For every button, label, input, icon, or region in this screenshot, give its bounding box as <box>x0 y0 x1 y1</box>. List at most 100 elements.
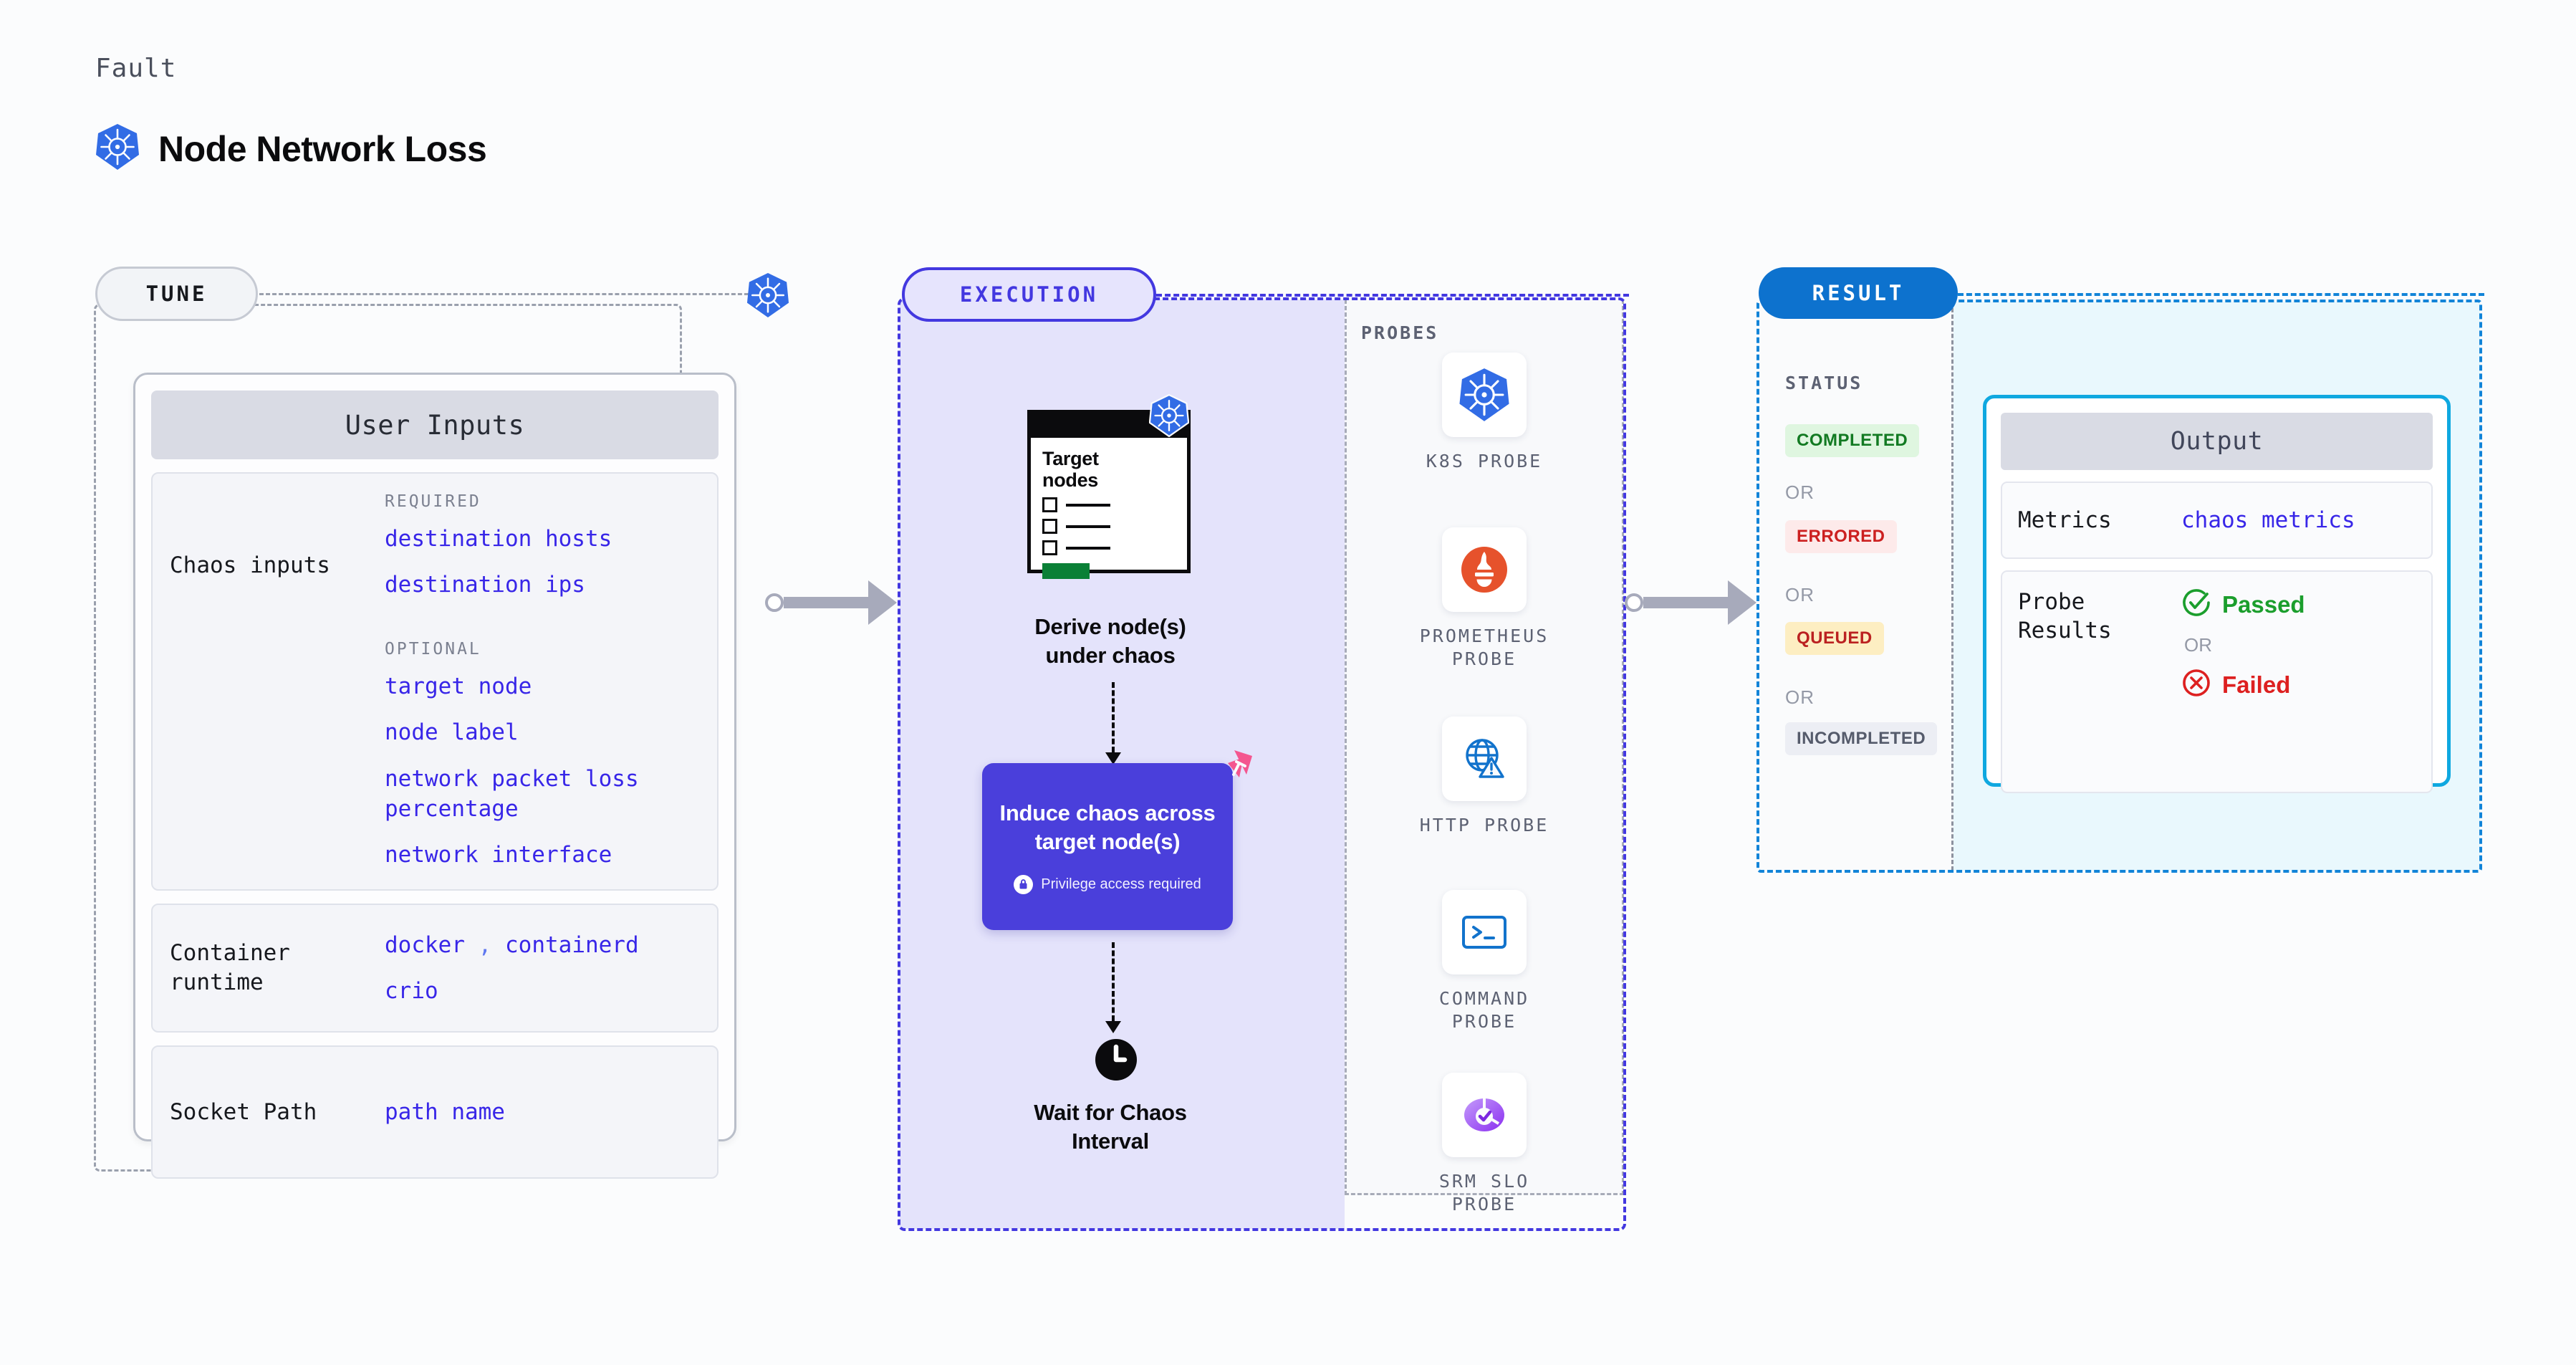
probe-k8s[interactable]: K8S PROBE <box>1345 353 1624 473</box>
optional-group-label: OPTIONAL <box>385 640 481 659</box>
wait-interval-caption: Wait for Chaos Interval <box>953 1098 1268 1156</box>
derive-nodes-caption-line1: Derive node(s) <box>1034 614 1186 639</box>
x-circle-icon <box>2181 668 2211 701</box>
list-item <box>1042 497 1176 513</box>
execution-dashed-connector <box>1156 294 1629 297</box>
probe-results-label-line1: Probe <box>2018 589 2085 615</box>
derive-nodes-caption: Derive node(s) under chaos <box>931 613 1289 671</box>
status-badge-incompleted: INCOMPLETED <box>1785 722 1938 755</box>
input-value[interactable]: destination hosts <box>385 526 612 552</box>
failed-label: Failed <box>2222 671 2291 698</box>
connector-dot <box>765 593 784 612</box>
container-runtime-section: Container runtime docker , containerd cr… <box>151 904 719 1033</box>
probe-results-label-line2: Results <box>2018 618 2112 644</box>
target-nodes-title-line2: nodes <box>1042 469 1099 492</box>
metrics-label: Metrics <box>2018 507 2112 533</box>
input-value[interactable]: network packet loss percentage <box>385 765 639 822</box>
runtime-crio[interactable]: crio <box>385 978 438 1004</box>
list-item <box>1042 540 1176 556</box>
privilege-note: Privilege access required <box>1014 874 1201 894</box>
chaos-inputs-section: Chaos inputs REQUIRED destination hosts … <box>151 472 719 891</box>
input-value[interactable]: node label <box>385 719 519 746</box>
probe-result-failed: Failed <box>2181 668 2305 701</box>
target-nodes-window: Target nodes <box>1027 393 1191 580</box>
input-value[interactable]: target node <box>385 674 532 700</box>
runtime-values-row[interactable]: docker , containerd <box>385 930 700 960</box>
probe-result-passed: Passed <box>2181 588 2305 621</box>
output-title: Output <box>2001 413 2433 470</box>
runtime-docker[interactable]: docker <box>385 931 465 958</box>
probe-results-label: Probe Results <box>2018 588 2181 646</box>
connector-bar <box>784 597 868 608</box>
terminal-icon <box>1442 890 1527 974</box>
page-title: Node Network Loss <box>95 123 487 174</box>
spacer <box>385 616 700 640</box>
tab-tune[interactable]: TUNE <box>95 267 258 321</box>
probe-label: HTTP PROBE <box>1419 815 1549 835</box>
check-circle-icon <box>2181 588 2211 621</box>
status-badge-completed: COMPLETED <box>1785 424 1920 457</box>
probe-results-values: Passed OR Failed <box>2181 588 2305 701</box>
required-group-label: REQUIRED <box>385 492 481 511</box>
probe-result-or: OR <box>2184 634 2212 656</box>
probe-http[interactable]: HTTP PROBE <box>1345 717 1624 837</box>
user-inputs-card: User Inputs Chaos inputs REQUIRED destin… <box>133 373 736 1179</box>
connector-arrowhead <box>868 580 897 625</box>
status-or-separator: OR <box>1785 584 1815 605</box>
checkbox-icon <box>1042 540 1057 556</box>
prometheus-icon <box>1442 527 1527 612</box>
induce-chaos-box: Induce chaos across target node(s) Privi… <box>982 763 1233 930</box>
line-placeholder <box>1066 503 1110 507</box>
result-panel <box>1756 300 2482 873</box>
tab-execution[interactable]: EXECUTION <box>902 267 1156 322</box>
target-nodes-title-line1: Target <box>1042 448 1099 469</box>
flow-arrow-down <box>1105 942 1121 1033</box>
connector-tune-to-execution <box>765 579 897 626</box>
socket-path-section: Socket Path path name <box>151 1045 719 1179</box>
flow-arrow-down <box>1105 682 1121 765</box>
induce-chaos-title-line2: target node(s) <box>1034 829 1181 854</box>
value-separator: , <box>478 931 492 958</box>
runtime-containerd[interactable]: containerd <box>505 931 639 958</box>
kubernetes-icon <box>1442 353 1527 437</box>
probe-results-row: Probe Results Passed OR Failed <box>2001 570 2433 793</box>
connector-execution-to-result <box>1625 579 1756 626</box>
derive-nodes-caption-line2: under chaos <box>1045 643 1176 669</box>
page-title-text: Node Network Loss <box>158 128 487 169</box>
metrics-row: Metrics chaos metrics <box>2001 482 2433 559</box>
connector-arrowhead <box>1728 580 1756 625</box>
arrow-stem <box>1112 682 1115 752</box>
connector-dot <box>1625 593 1643 612</box>
output-card: Output Metrics chaos metrics Probe Resul… <box>1983 395 2451 793</box>
metrics-value[interactable]: chaos metrics <box>2181 507 2355 533</box>
probes-section-label: PROBES <box>1361 322 1439 343</box>
result-status-column <box>1759 302 1953 871</box>
user-inputs-title: User Inputs <box>151 391 719 459</box>
wait-interval-caption-line1: Wait for Chaos <box>1034 1100 1187 1125</box>
container-runtime-label: Container runtime <box>170 940 290 995</box>
clock-icon <box>1094 1038 1138 1086</box>
socket-path-value[interactable]: path name <box>385 1098 505 1125</box>
tab-result[interactable]: RESULT <box>1759 267 1958 319</box>
line-placeholder <box>1066 525 1110 528</box>
wait-interval-caption-line2: Interval <box>1072 1129 1149 1154</box>
induce-chaos-title-line1: Induce chaos across <box>999 800 1216 826</box>
input-value[interactable]: network interface <box>385 841 612 868</box>
connector-bar <box>1643 597 1728 608</box>
socket-path-label: Socket Path <box>170 1098 317 1125</box>
passed-label: Passed <box>2222 590 2305 618</box>
harness-logo-icon <box>1211 747 1255 795</box>
input-value[interactable]: destination ips <box>385 572 585 598</box>
status-or-separator: OR <box>1785 482 1815 503</box>
chaos-inputs-label: Chaos inputs <box>170 552 330 578</box>
fault-eyebrow: Fault <box>95 54 177 83</box>
green-bar-indicator <box>1042 563 1090 580</box>
srm-slo-donut-icon <box>1442 1073 1527 1157</box>
